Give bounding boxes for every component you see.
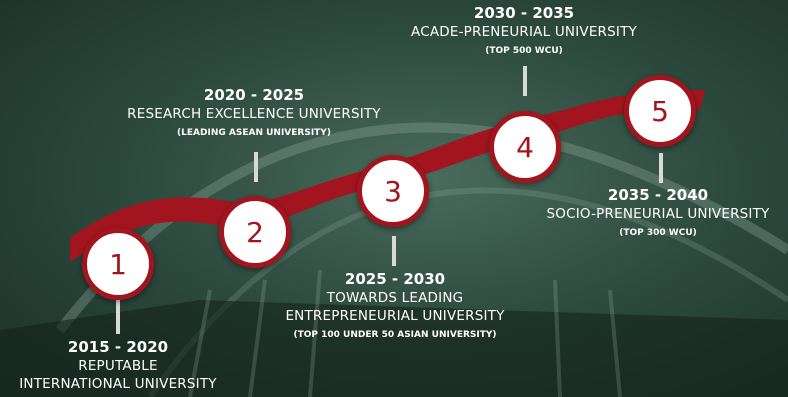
milestone-2-connector xyxy=(254,152,258,182)
milestone-4-circle: 4 xyxy=(489,111,561,183)
milestone-1-line1: REPUTABLE xyxy=(78,358,158,374)
milestone-2-note: (LEADING ASEAN UNIVERSITY) xyxy=(177,128,331,138)
milestone-1-label: 2015 - 2020 REPUTABLE INTERNATIONAL UNIV… xyxy=(0,338,236,393)
milestone-5-connector xyxy=(659,153,663,183)
milestone-2-title: RESEARCH EXCELLENCE UNIVERSITY xyxy=(127,106,381,122)
milestone-1-circle: 1 xyxy=(82,228,154,300)
milestone-5-circle: 5 xyxy=(624,75,696,147)
milestone-3-label: 2025 - 2030 TOWARDS LEADING ENTREPRENEUR… xyxy=(242,270,548,342)
milestone-4-title: ACADE-PRENEURIAL UNIVERSITY xyxy=(411,24,637,40)
milestone-3-line1: TOWARDS LEADING xyxy=(326,290,464,306)
milestone-5-years: 2035 - 2040 xyxy=(607,186,709,204)
milestone-2-years: 2020 - 2025 xyxy=(203,86,305,104)
milestone-3-line2: ENTREPRENEURIAL UNIVERSITY xyxy=(285,308,505,324)
milestone-3-years: 2025 - 2030 xyxy=(344,270,446,288)
milestone-3-connector xyxy=(392,236,396,266)
milestone-2-circle: 2 xyxy=(219,196,291,268)
milestone-4-connector xyxy=(523,66,527,96)
milestone-4-note: (TOP 500 WCU) xyxy=(485,46,563,56)
milestone-5-note: (TOP 300 WCU) xyxy=(619,228,697,238)
milestone-5-label: 2035 - 2040 SOCIO-PRENEURIAL UNIVERSITY … xyxy=(528,186,788,240)
milestone-3-note: (TOP 100 UNDER 50 ASIAN UNIVERSITY) xyxy=(293,330,497,340)
milestone-2-label: 2020 - 2025 RESEARCH EXCELLENCE UNIVERSI… xyxy=(104,86,404,140)
milestone-1-years: 2015 - 2020 xyxy=(67,338,169,356)
milestone-5-title: SOCIO-PRENEURIAL UNIVERSITY xyxy=(546,206,770,222)
milestone-3-circle: 3 xyxy=(357,155,429,227)
milestone-4-label: 2030 - 2035 ACADE-PRENEURIAL UNIVERSITY … xyxy=(381,4,667,58)
milestone-1-line2: INTERNATIONAL UNIVERSITY xyxy=(19,376,217,392)
milestone-4-years: 2030 - 2035 xyxy=(473,4,575,22)
milestone-1-connector xyxy=(116,298,120,334)
